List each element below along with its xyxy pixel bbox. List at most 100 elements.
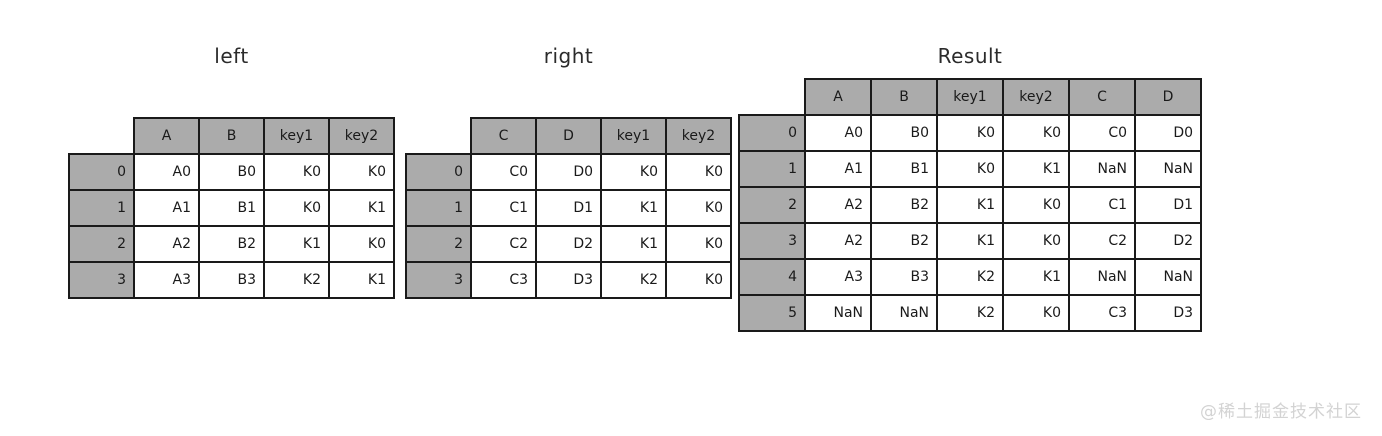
result-data-cell: A3 — [804, 258, 872, 296]
right-table-title: right — [543, 44, 594, 68]
result-data-cell: B2 — [870, 222, 938, 260]
result-column-header: key2 — [1002, 78, 1070, 116]
result-column-header: C — [1068, 78, 1136, 116]
result-data-cell: K0 — [936, 150, 1004, 188]
result-data-cell: A0 — [804, 114, 872, 152]
result-data-cell: K1 — [1002, 258, 1070, 296]
left-data-cell: K0 — [263, 153, 330, 191]
result-data-cell: K1 — [936, 222, 1004, 260]
right-data-cell: D1 — [535, 189, 602, 227]
result-index-cell: 2 — [738, 186, 806, 224]
right-corner-cell — [406, 118, 471, 154]
right-data-cell: K1 — [600, 189, 667, 227]
result-index-cell: 4 — [738, 258, 806, 296]
result-column-header: A — [804, 78, 872, 116]
left-data-cell: B2 — [198, 225, 265, 263]
result-data-cell: A2 — [804, 186, 872, 224]
left-data-cell: A2 — [133, 225, 200, 263]
result-data-cell: K2 — [936, 294, 1004, 332]
left-index-cell: 3 — [68, 261, 135, 299]
result-data-cell: A1 — [804, 150, 872, 188]
result-data-cell: B0 — [870, 114, 938, 152]
result-data-cell: K0 — [1002, 294, 1070, 332]
right-data-cell: K0 — [665, 153, 732, 191]
result-data-cell: B2 — [870, 186, 938, 224]
result-data-cell: K0 — [1002, 114, 1070, 152]
right-index-cell: 1 — [405, 189, 472, 227]
right-index-cell: 0 — [405, 153, 472, 191]
right-data-cell: K0 — [665, 225, 732, 263]
left-table-title: left — [214, 44, 249, 68]
result-data-cell: K0 — [1002, 222, 1070, 260]
result-index-cell: 5 — [738, 294, 806, 332]
right-data-cell: C2 — [470, 225, 537, 263]
result-data-cell: D0 — [1134, 114, 1202, 152]
left-column-header: key2 — [328, 117, 395, 155]
right-data-cell: C0 — [470, 153, 537, 191]
result-data-cell: B1 — [870, 150, 938, 188]
right-data-cell: K0 — [665, 189, 732, 227]
result-data-cell: NaN — [1068, 258, 1136, 296]
right-data-cell: K0 — [600, 153, 667, 191]
right-column-header: key2 — [665, 117, 732, 155]
left-column-header: B — [198, 117, 265, 155]
left-data-cell: K1 — [328, 261, 395, 299]
result-column-header: B — [870, 78, 938, 116]
result-data-cell: NaN — [1134, 150, 1202, 188]
right-column-header: key1 — [600, 117, 667, 155]
left-data-cell: K0 — [263, 189, 330, 227]
left-data-cell: K1 — [328, 189, 395, 227]
right-data-cell: K1 — [600, 225, 667, 263]
right-data-cell: K0 — [665, 261, 732, 299]
result-data-cell: C0 — [1068, 114, 1136, 152]
result-index-cell: 1 — [738, 150, 806, 188]
right-data-cell: K2 — [600, 261, 667, 299]
result-data-cell: D3 — [1134, 294, 1202, 332]
result-data-cell: C1 — [1068, 186, 1136, 224]
left-data-cell: K0 — [328, 225, 395, 263]
right-index-cell: 2 — [405, 225, 472, 263]
result-index-cell: 0 — [738, 114, 806, 152]
result-column-header: D — [1134, 78, 1202, 116]
result-data-cell: NaN — [1134, 258, 1202, 296]
result-table-title: Result — [937, 44, 1003, 68]
left-column-header: A — [133, 117, 200, 155]
left-index-cell: 1 — [68, 189, 135, 227]
right-data-cell: D2 — [535, 225, 602, 263]
result-data-cell: D1 — [1134, 186, 1202, 224]
left-index-cell: 0 — [68, 153, 135, 191]
right-data-cell: C3 — [470, 261, 537, 299]
result-data-cell: K1 — [1002, 150, 1070, 188]
result-column-header: key1 — [936, 78, 1004, 116]
result-data-cell: NaN — [870, 294, 938, 332]
result-data-cell: NaN — [1068, 150, 1136, 188]
right-index-cell: 3 — [405, 261, 472, 299]
result-data-cell: K0 — [936, 114, 1004, 152]
left-data-cell: B1 — [198, 189, 265, 227]
left-data-cell: B3 — [198, 261, 265, 299]
result-data-cell: K0 — [1002, 186, 1070, 224]
left-corner-cell — [69, 118, 134, 154]
left-data-cell: A3 — [133, 261, 200, 299]
left-data-cell: A1 — [133, 189, 200, 227]
right-column-header: C — [470, 117, 537, 155]
left-column-header: key1 — [263, 117, 330, 155]
result-data-cell: K2 — [936, 258, 1004, 296]
right-data-cell: D0 — [535, 153, 602, 191]
result-data-cell: NaN — [804, 294, 872, 332]
left-data-cell: K1 — [263, 225, 330, 263]
result-data-cell: C3 — [1068, 294, 1136, 332]
left-data-cell: K2 — [263, 261, 330, 299]
result-index-cell: 3 — [738, 222, 806, 260]
result-data-cell: A2 — [804, 222, 872, 260]
result-corner-cell — [739, 79, 805, 115]
right-data-cell: D3 — [535, 261, 602, 299]
